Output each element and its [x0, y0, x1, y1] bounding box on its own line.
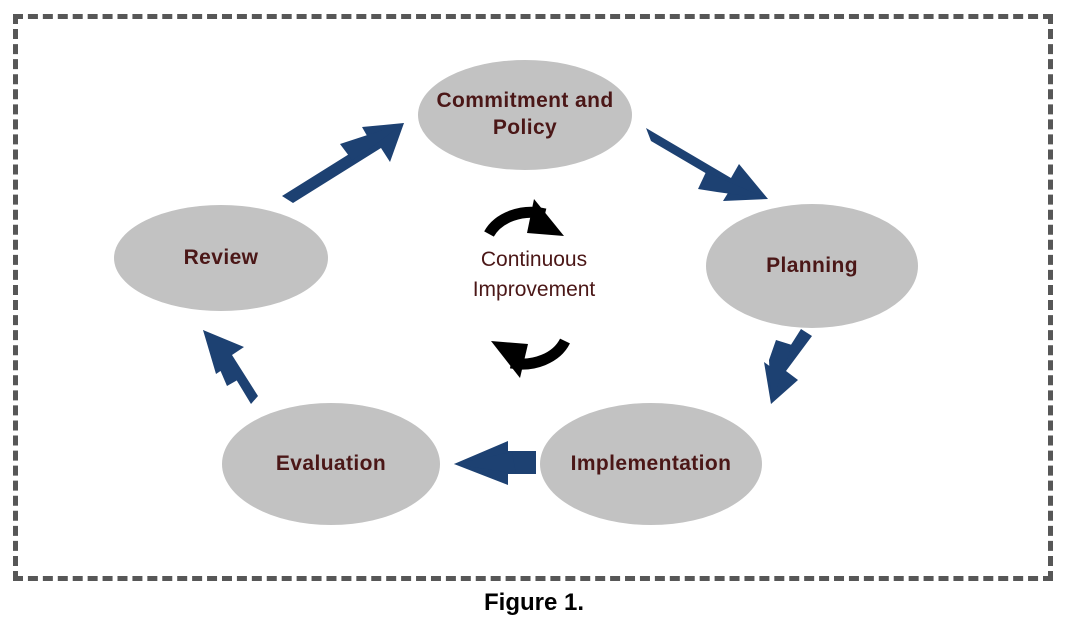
dashed-border-frame [13, 14, 1053, 581]
node-planning[interactable]: Planning [706, 204, 918, 328]
node-review[interactable]: Review [114, 205, 328, 311]
continuous-improvement-label: Continuous Improvement [472, 248, 596, 301]
node-evaluation[interactable]: Evaluation [222, 403, 440, 525]
node-commitment-and-policy[interactable]: Commitment and Policy [418, 60, 632, 170]
node-implementation[interactable]: Implementation [540, 403, 762, 525]
figure-caption: Figure 1. [483, 589, 585, 616]
